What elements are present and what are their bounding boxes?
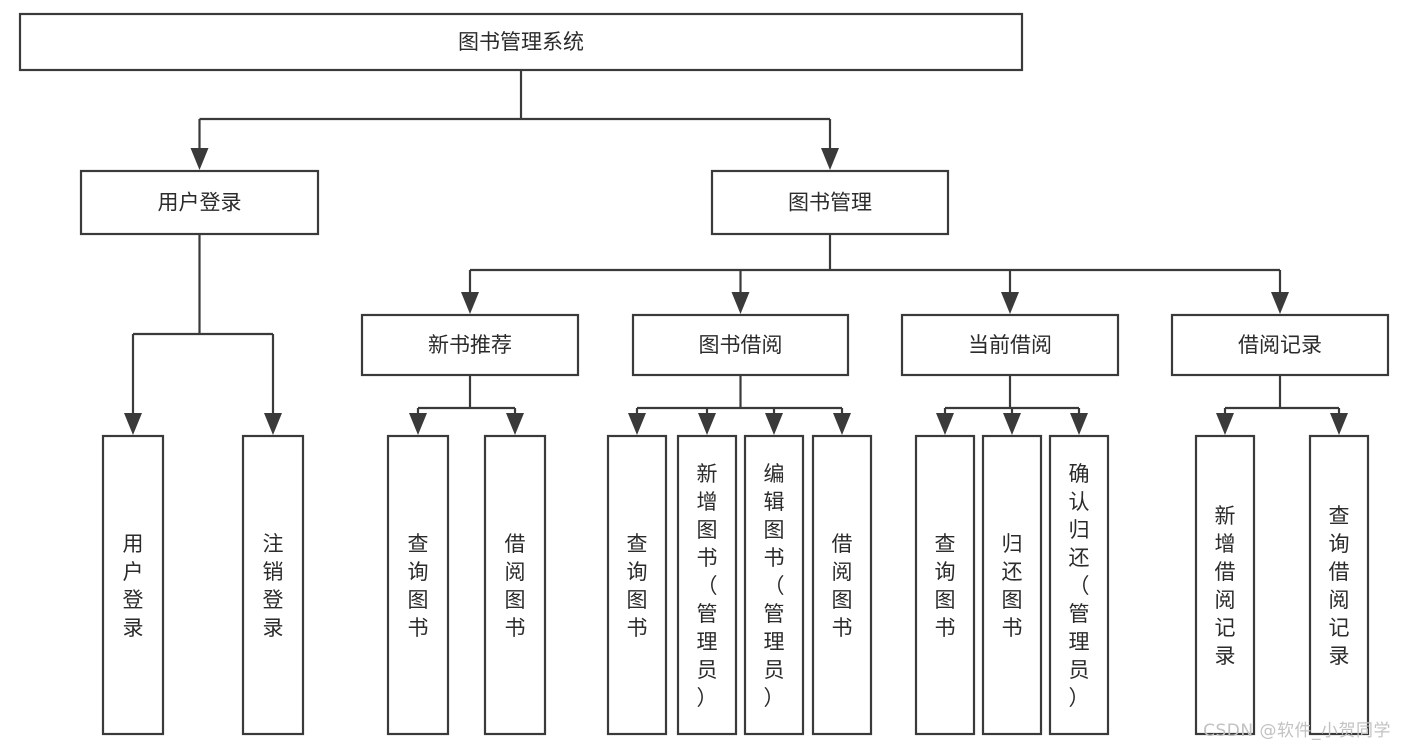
arrow-head-icon	[190, 148, 209, 170]
node-label: 图书管理系统	[458, 30, 584, 54]
node-label: 编辑图书（管理员）	[764, 462, 785, 710]
node-label: 确认归还（管理员）	[1069, 462, 1090, 710]
node-label: 查询图书	[627, 532, 648, 640]
node-leaf-cur-confirm[interactable]: 确认归还（管理员）	[1048, 434, 1110, 736]
node-box	[900, 313, 1120, 377]
node-label: 当前借阅	[968, 333, 1052, 357]
arrow-head-icon	[821, 148, 839, 170]
node-box	[1170, 313, 1390, 377]
connector-group	[628, 375, 851, 435]
node-label: 查询图书	[935, 532, 956, 640]
node-box	[360, 313, 580, 377]
node-box	[79, 169, 320, 236]
connector-group	[461, 234, 1289, 314]
csdn-watermark: CSDN @软件_小贺同学	[1203, 721, 1391, 741]
node-leaf-user-logout[interactable]: 注销登录	[241, 434, 305, 736]
node-layer: 图书管理系统用户登录图书管理新书推荐图书借阅当前借阅借阅记录用户登录注销登录查询…	[18, 12, 1390, 736]
node-leaf-user-login[interactable]: 用户登录	[101, 434, 165, 736]
node-newbook[interactable]: 新书推荐	[360, 313, 580, 377]
arrow-head-icon	[698, 413, 716, 435]
node-box	[811, 434, 873, 736]
connector-group	[1216, 375, 1348, 435]
connector-group	[190, 70, 839, 170]
node-box	[743, 434, 805, 736]
node-box	[1048, 434, 1110, 736]
node-box	[18, 12, 1024, 72]
arrow-head-icon	[124, 413, 142, 435]
node-box	[1308, 434, 1370, 736]
node-label: 查询图书	[408, 532, 429, 640]
node-label: 新增借阅记录	[1215, 504, 1236, 668]
node-box	[1194, 434, 1256, 736]
node-label: 借阅记录	[1238, 333, 1322, 357]
arrow-head-icon	[765, 413, 783, 435]
arrow-head-icon	[1001, 292, 1019, 314]
node-label: 用户登录	[123, 532, 144, 640]
arrow-head-icon	[461, 292, 479, 314]
node-box	[631, 313, 850, 377]
node-box	[241, 434, 305, 736]
node-box	[483, 434, 547, 736]
node-leaf-borrow-lend[interactable]: 借阅图书	[811, 434, 873, 736]
node-label: 用户登录	[158, 191, 242, 215]
node-box	[914, 434, 976, 736]
node-box	[710, 169, 950, 236]
arrow-head-icon	[409, 413, 427, 435]
node-leaf-cur-query[interactable]: 查询图书	[914, 434, 976, 736]
node-label: 新书推荐	[428, 333, 512, 357]
node-box	[386, 434, 450, 736]
node-current[interactable]: 当前借阅	[900, 313, 1120, 377]
arrow-head-icon	[833, 413, 851, 435]
node-borrow[interactable]: 图书借阅	[631, 313, 850, 377]
node-login[interactable]: 用户登录	[79, 169, 320, 236]
arrow-head-icon	[264, 413, 282, 435]
node-leaf-borrow-add[interactable]: 新增图书（管理员）	[676, 434, 738, 736]
connector-group	[124, 234, 282, 435]
node-label: 图书管理	[788, 191, 872, 215]
node-record[interactable]: 借阅记录	[1170, 313, 1390, 377]
connector-group	[936, 375, 1088, 435]
node-label: 借阅图书	[505, 532, 526, 640]
node-leaf-new-query[interactable]: 查询图书	[386, 434, 450, 736]
arrow-head-icon	[1271, 292, 1289, 314]
arrow-head-icon	[628, 413, 646, 435]
node-box	[101, 434, 165, 736]
node-box	[676, 434, 738, 736]
connector-group	[409, 375, 524, 435]
node-label: 新增图书（管理员）	[697, 462, 718, 710]
node-bookmgr[interactable]: 图书管理	[710, 169, 950, 236]
node-label: 查询借阅记录	[1329, 504, 1350, 668]
arrow-head-icon	[1216, 413, 1234, 435]
arrow-head-icon	[1330, 413, 1348, 435]
arrow-head-icon	[1003, 413, 1021, 435]
node-label: 借阅图书	[832, 532, 853, 640]
arrow-head-icon	[731, 292, 750, 314]
connector-layer	[124, 70, 1348, 435]
node-label: 图书借阅	[699, 333, 783, 357]
arrow-head-icon	[506, 413, 524, 435]
node-leaf-borrow-query[interactable]: 查询图书	[606, 434, 668, 736]
node-leaf-cur-return[interactable]: 归还图书	[981, 434, 1043, 736]
node-box	[606, 434, 668, 736]
node-leaf-borrow-edit[interactable]: 编辑图书（管理员）	[743, 434, 805, 736]
node-root[interactable]: 图书管理系统	[18, 12, 1024, 72]
arrow-head-icon	[1070, 413, 1088, 435]
node-label: 注销登录	[263, 532, 284, 640]
arrow-head-icon	[936, 413, 954, 435]
node-label: 归还图书	[1002, 532, 1023, 640]
node-box	[981, 434, 1043, 736]
node-leaf-new-borrow[interactable]: 借阅图书	[483, 434, 547, 736]
node-leaf-rec-query[interactable]: 查询借阅记录	[1308, 434, 1370, 736]
node-leaf-rec-add[interactable]: 新增借阅记录	[1194, 434, 1256, 736]
